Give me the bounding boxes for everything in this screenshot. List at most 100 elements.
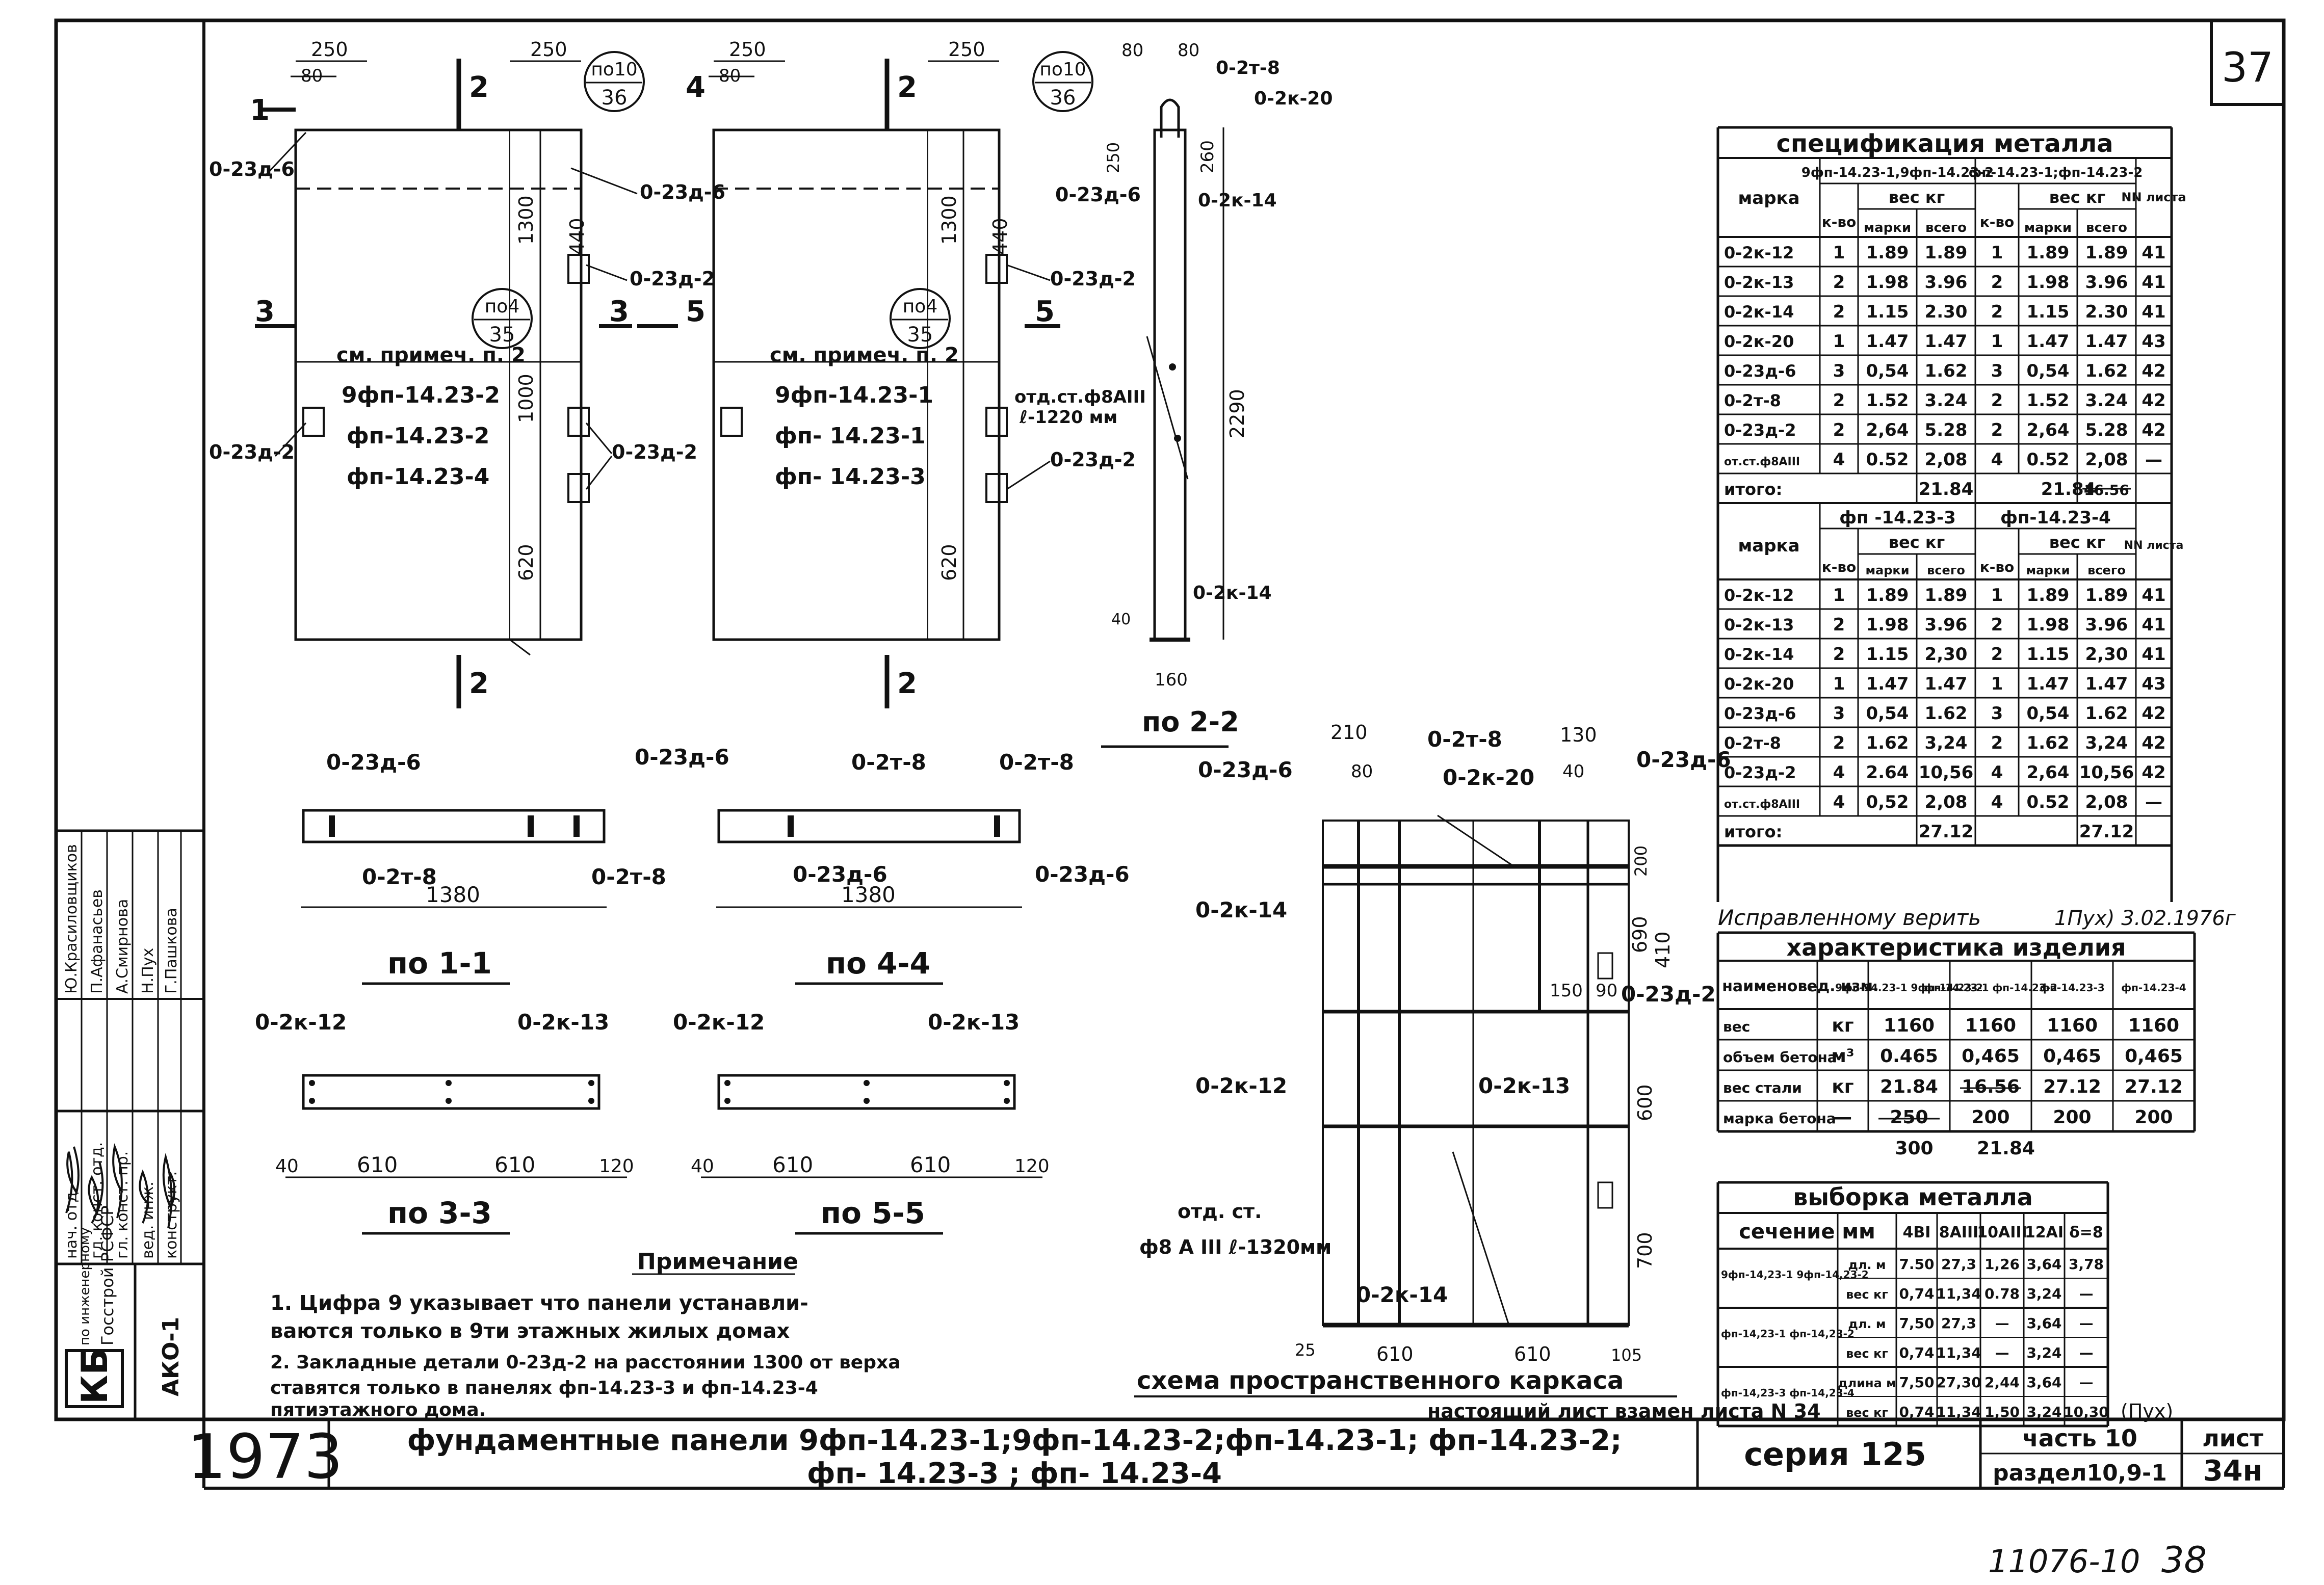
- frame-dims: 210 80 130 40 200 690 410 150 90 600 700…: [1295, 721, 1674, 1365]
- notes-heading: Примечание: [637, 1249, 798, 1275]
- table-cell: 2,44: [1984, 1374, 2020, 1391]
- table-cell: 2: [1833, 733, 1845, 753]
- col-header: 10АIII: [1977, 1224, 2027, 1241]
- col-header: марки: [1864, 220, 1911, 235]
- table-cell: 2: [1833, 615, 1845, 635]
- table-cell: вес кг: [1846, 1406, 1888, 1420]
- table-cell: 4: [1833, 450, 1845, 470]
- table-cell: марка бетона: [1723, 1110, 1836, 1127]
- callout: 0-2т-8: [1216, 58, 1280, 78]
- table-cell: —: [2079, 1315, 2094, 1332]
- callout: 0-23д-6: [793, 862, 887, 887]
- table-cell: 27.12: [2043, 1076, 2101, 1097]
- table-cell: 3: [1833, 703, 1845, 724]
- table-cell: 1.98: [2027, 272, 2070, 293]
- table-cell: 1.89: [1925, 243, 1968, 263]
- dimension: 600: [1634, 1084, 1656, 1121]
- table-cell: фп-14,23-1 фп-14,23-2: [1721, 1328, 1855, 1340]
- table-cell: 1.47: [1925, 331, 1968, 352]
- callout: 0-23д-2: [630, 268, 715, 290]
- dimension: 620: [938, 544, 960, 581]
- table-cell: м³: [1831, 1046, 1854, 1067]
- section-marks: 1 2 2 3 3 4 2 2 5 5: [250, 71, 1055, 700]
- stamp-name: А.Смирнова: [114, 899, 132, 994]
- table-cell: 1.89: [1866, 243, 1909, 263]
- stamp-name: П.Афанасьев: [88, 889, 106, 994]
- col-header: фп-14.23-3: [2040, 982, 2104, 994]
- table-cell: —: [1834, 1107, 1852, 1128]
- table-cell: 1: [1833, 331, 1845, 352]
- dimension: 260: [1197, 140, 1218, 173]
- table-cell: 2: [1991, 644, 2003, 665]
- table-cell: 0.52: [2027, 792, 2070, 812]
- archive-number: 11076-10: [1988, 1543, 2140, 1580]
- table-cell: 3,24: [2026, 1285, 2061, 1302]
- table-cell: 1.52: [2027, 390, 2070, 411]
- table-cell: 3.24: [2085, 390, 2128, 411]
- dimension: 610: [357, 1152, 398, 1177]
- table-cell: 1: [1991, 674, 2003, 694]
- table-cell: 3,64: [2026, 1256, 2061, 1273]
- table-cell: 2: [1991, 272, 2003, 293]
- replace-sign: (Пух): [2121, 1400, 2173, 1422]
- dimension: 410: [1652, 931, 1674, 968]
- table-cell: 5.28: [2085, 420, 2128, 440]
- col-header: вес кг: [1889, 533, 1945, 552]
- table-cell: 3: [1833, 361, 1845, 381]
- section-4-4: 1380 0-2т-8 0-2т-8 0-23д-6 0-23д-6 по 4-…: [716, 750, 1130, 985]
- table-cell: дл. м: [1848, 1258, 1886, 1272]
- loose-rod-length: ℓ-1220 мм: [1019, 407, 1117, 428]
- callout: 0-2к-13: [517, 1010, 609, 1035]
- dimension: 2290: [1226, 389, 1248, 438]
- frame-rod-length: ф8 А III ℓ-1320мм: [1139, 1236, 1331, 1258]
- dimension: 1000: [515, 374, 537, 423]
- table-cell: 1160: [1884, 1015, 1935, 1036]
- panel2-labels: см. примеч. п. 2 9фп-14.23-1 фп- 14.23-1…: [770, 344, 959, 490]
- callout: 0-2к-14: [1195, 897, 1287, 922]
- table-cell: 2,08: [1925, 792, 1968, 812]
- callout: 0-23д-6: [640, 181, 725, 203]
- sel-title: выборка металла: [1793, 1183, 2033, 1211]
- dimension: 1300: [515, 195, 537, 245]
- table-cell: 0,52: [1866, 792, 1909, 812]
- dimension: 1300: [938, 195, 960, 245]
- callout: 0-23д-6: [1198, 757, 1293, 782]
- table-cell: 42: [2142, 703, 2165, 724]
- project-code: АКО-1: [158, 1317, 184, 1396]
- table-cell: 27,3: [1941, 1315, 1976, 1332]
- table-cell: 41: [2142, 302, 2165, 322]
- table-cell: кг: [1832, 1076, 1853, 1097]
- col-header: всего: [2087, 563, 2126, 577]
- detail-sheet: 36: [1050, 86, 1076, 110]
- table-cell: 2: [1991, 302, 2003, 322]
- callout: 0-23д-6: [1636, 747, 1731, 772]
- table-cell: 11,34: [1936, 1404, 1981, 1420]
- section-title: по 5-5: [821, 1196, 925, 1230]
- dimension: 80: [1121, 40, 1143, 61]
- table-cell: 1.89: [2085, 243, 2128, 263]
- table-cell: 0,465: [1962, 1046, 2020, 1067]
- panel-mark: 9фп-14.23-1: [775, 382, 933, 408]
- col-header: вес кг: [2049, 533, 2106, 552]
- dimension: 700: [1634, 1232, 1656, 1269]
- callout: 0-23д-2: [1050, 268, 1136, 290]
- org-line: по инженерному: [77, 1227, 93, 1345]
- detail-marker: по4 35: [472, 288, 533, 349]
- section-title: по 2-2: [1142, 706, 1239, 738]
- col-header: 4ВI: [1903, 1224, 1931, 1241]
- table-cell: —: [2145, 792, 2162, 812]
- table-cell: 0-2к-12: [1724, 586, 1794, 605]
- note-line: ставятся только в панелях фп-14.23-3 и ф…: [270, 1378, 818, 1398]
- section-mark: 5: [1035, 295, 1055, 328]
- table-cell: 41: [2142, 272, 2165, 293]
- table-cell: 1.89: [2027, 243, 2070, 263]
- table-cell: —: [2145, 450, 2162, 470]
- table-cell: 0,74: [1899, 1404, 1934, 1420]
- year: 1973: [187, 1422, 343, 1493]
- table-cell: 2.30: [2085, 302, 2128, 322]
- sheet-number: 34н: [2203, 1455, 2263, 1488]
- dimension: 80: [1351, 761, 1373, 782]
- series: серия 125: [1744, 1436, 1926, 1473]
- callout: 0-23д-2: [612, 441, 697, 463]
- table-cell: 11,34: [1936, 1285, 1981, 1302]
